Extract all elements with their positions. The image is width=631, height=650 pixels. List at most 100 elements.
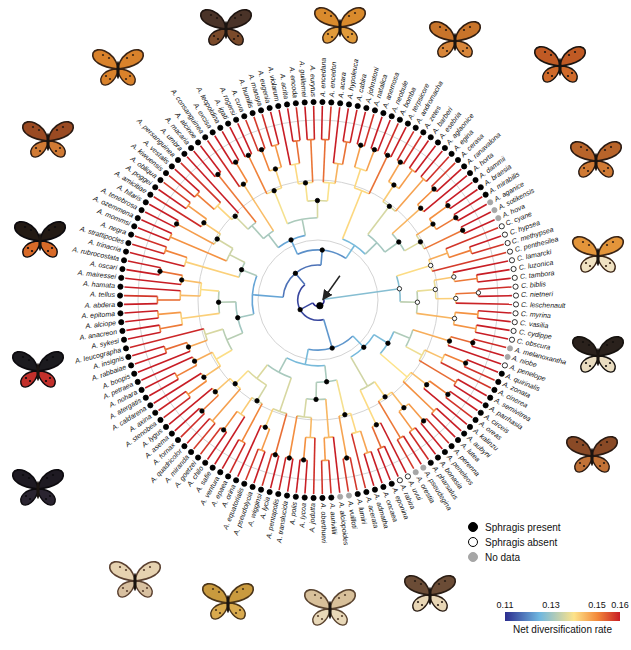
branch-stem — [343, 459, 348, 492]
wing-spot — [603, 170, 605, 172]
hindwing — [313, 609, 330, 625]
branch-stem — [177, 365, 197, 376]
branch-arc — [200, 283, 202, 290]
branch-stem — [262, 454, 272, 486]
wing-spot — [210, 14, 212, 16]
branch-stem — [421, 151, 442, 177]
ancestral-state-dot — [446, 392, 450, 396]
branch-stem — [181, 313, 219, 318]
tip-state-dot — [442, 449, 447, 454]
branch-arc — [287, 358, 306, 365]
branch-stem — [310, 418, 311, 438]
node-states — [158, 143, 481, 462]
body — [328, 601, 331, 619]
butterfly-photo — [535, 47, 586, 82]
tip-state-dot — [421, 465, 426, 470]
branch-stem — [165, 250, 187, 257]
branch-stem — [403, 436, 421, 464]
wing-spot — [612, 341, 614, 343]
ancestral-state-dot — [387, 204, 391, 208]
tip-state-dot — [293, 494, 298, 499]
branch-stem — [194, 423, 215, 449]
wing-spot — [55, 150, 57, 152]
forewing — [118, 50, 143, 69]
hindwing — [48, 141, 65, 157]
branch-stem — [126, 270, 159, 275]
tip-state-dot — [502, 232, 507, 237]
branch-stem — [478, 287, 511, 289]
wing-spot — [606, 441, 608, 443]
tip-state-dot — [129, 363, 134, 368]
tip-state-dot — [118, 284, 123, 289]
body — [338, 19, 341, 37]
branch-arc — [412, 170, 415, 172]
ancestral-state-dot — [386, 341, 390, 345]
tip-state-dot — [276, 491, 281, 496]
ancestral-state-dot — [447, 339, 451, 343]
butterfly-photo — [201, 10, 252, 45]
branch-stem — [160, 325, 182, 329]
branch-arc — [377, 243, 385, 252]
branch-stem — [361, 431, 368, 453]
tip-state-dot — [218, 125, 223, 130]
wing-spot — [439, 26, 441, 28]
tip-state-dot — [435, 140, 440, 145]
branch-arc — [241, 414, 245, 417]
ancestral-state-dot — [397, 287, 401, 291]
wing-spot — [143, 569, 145, 571]
branch-stem — [227, 333, 243, 340]
wing-spot — [25, 495, 27, 497]
tip-state-dot — [189, 449, 194, 454]
tip-state-dot — [492, 387, 497, 392]
wing-spot — [587, 170, 589, 172]
branch-stem — [215, 136, 233, 164]
branch-stem — [397, 440, 413, 469]
branch-stem — [446, 182, 473, 202]
branch-stem — [474, 339, 506, 347]
branch-stem — [252, 226, 263, 239]
branch-stem — [399, 411, 412, 429]
wing-spot — [607, 167, 609, 169]
branch-stem — [426, 419, 449, 444]
branch-stem — [437, 169, 462, 192]
wing-spot — [320, 597, 322, 599]
branch-stem — [241, 398, 252, 415]
branch-arc — [279, 372, 291, 377]
wing-spot — [28, 477, 30, 479]
branch-stem — [329, 106, 331, 139]
body — [596, 348, 599, 366]
branch-stem — [130, 329, 204, 348]
ancestral-state-dot — [344, 456, 348, 460]
legend-swatch — [468, 552, 478, 562]
branch-arc — [252, 295, 254, 314]
ancestral-state-dot — [460, 228, 464, 232]
butterfly-photo — [23, 122, 74, 157]
branch-arc — [298, 285, 305, 310]
species-label: A. aurivillii — [328, 502, 338, 534]
body — [596, 248, 599, 266]
tip-state-dot — [302, 495, 307, 500]
butterfly-photo — [571, 142, 622, 177]
branch-stem — [464, 220, 494, 234]
forewing — [430, 22, 455, 41]
branch-stem — [248, 155, 267, 194]
tip-state-dot — [397, 117, 402, 122]
forewing — [93, 50, 118, 69]
branch-stem — [160, 271, 182, 275]
branch-arc — [297, 416, 304, 417]
branch-stem — [212, 389, 240, 421]
wing-spot — [51, 247, 53, 249]
wing-spot — [599, 465, 601, 467]
branch-arc — [214, 206, 217, 209]
branch-arc — [227, 340, 232, 350]
ancestral-state-dot — [446, 203, 450, 207]
ancestral-state-dot — [213, 390, 217, 394]
branch-stem — [429, 381, 447, 394]
branch-stem — [339, 416, 347, 458]
wing-spot — [585, 362, 587, 364]
branch-stem — [343, 108, 348, 141]
branch-stem — [296, 460, 300, 493]
body — [116, 61, 119, 79]
branch-stem — [365, 243, 377, 254]
branch-stem — [257, 385, 267, 401]
